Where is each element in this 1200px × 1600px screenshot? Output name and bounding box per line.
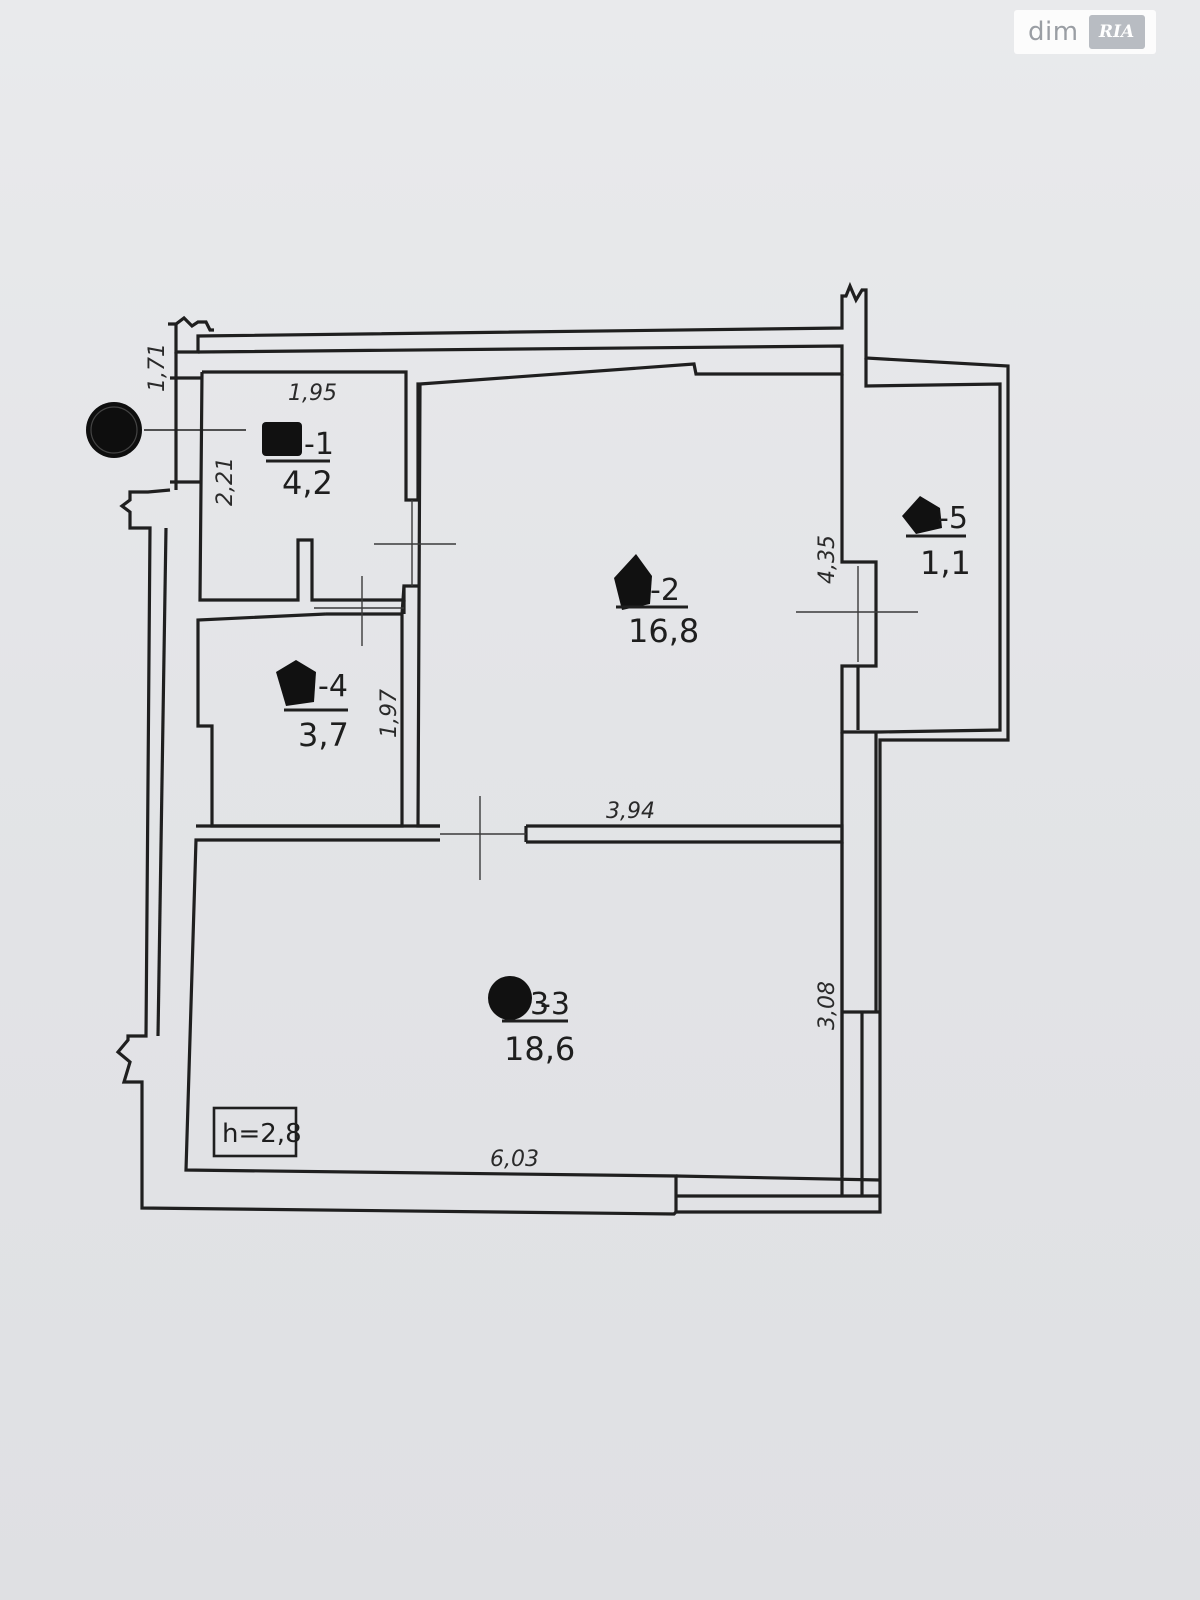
- room-3-walls: [184, 838, 678, 1212]
- left-wall-inner: [156, 527, 168, 1037]
- room-labels: -1 4,2 -2 16,8 3 -3 18,6 -4 3,7 -5 1,1: [266, 427, 971, 1068]
- wall-right-main: [840, 374, 880, 734]
- entrance-marker: [86, 402, 246, 458]
- watermark-ria-badge: RIA: [1088, 15, 1145, 49]
- redaction-room-1-icon: [262, 422, 302, 456]
- dim-6-03: 6,03: [490, 1147, 539, 1172]
- dim-1-97: 1,97: [377, 689, 402, 738]
- room-3-area: 18,6: [504, 1030, 575, 1068]
- inner-wall-top: [197, 344, 844, 386]
- break-mark-top-left: [168, 315, 214, 332]
- room-3-window: [675, 1174, 881, 1182]
- room-4-walls: [196, 585, 406, 828]
- outer-wall-top: [115, 281, 1010, 1216]
- walls: [115, 281, 1010, 1216]
- redaction-room-3-icon: [488, 976, 532, 1020]
- room-3-number: 3: [530, 987, 549, 1022]
- redaction-room-4-icon: [276, 660, 316, 706]
- dimria-watermark: dim RIA: [1014, 10, 1156, 54]
- room-4-number: -4: [318, 669, 348, 704]
- dim-4-35: 4,35: [815, 535, 840, 584]
- room-2-bottom: [526, 824, 844, 844]
- room-2-walls: [416, 383, 440, 828]
- entrance-circle-icon: [86, 402, 142, 458]
- dim-3-08: 3,08: [815, 981, 840, 1030]
- dimension-labels: 1,71 1,95 2,21 4,35 1,97 3,94 3,08 6,03: [145, 343, 840, 1172]
- room-2-area: 16,8: [628, 612, 699, 650]
- dim-1-71: 1,71: [145, 343, 170, 392]
- redaction-room-5-icon: [902, 496, 942, 534]
- room-5-area: 1,1: [920, 544, 971, 582]
- room-2-number: -2: [650, 573, 680, 608]
- room-5-number: -5: [938, 501, 968, 536]
- watermark-dim-text: dim: [1028, 17, 1079, 47]
- room-3-suffix: -3: [540, 987, 570, 1022]
- room-4-area: 3,7: [298, 716, 349, 754]
- room-1-area: 4,2: [282, 464, 333, 502]
- redaction-room-2-icon: [614, 554, 652, 610]
- door-marks: [314, 500, 918, 880]
- ceiling-height-box: h=2,8: [212, 1106, 302, 1158]
- dim-3-94: 3,94: [606, 799, 655, 824]
- balcony-wall: [864, 358, 1002, 734]
- dim-1-95: 1,95: [288, 381, 337, 406]
- redaction-marks: [262, 422, 942, 1020]
- room-1-number: -1: [304, 427, 334, 462]
- ceiling-height-label: h=2,8: [222, 1119, 302, 1149]
- dim-2-21: 2,21: [213, 457, 238, 506]
